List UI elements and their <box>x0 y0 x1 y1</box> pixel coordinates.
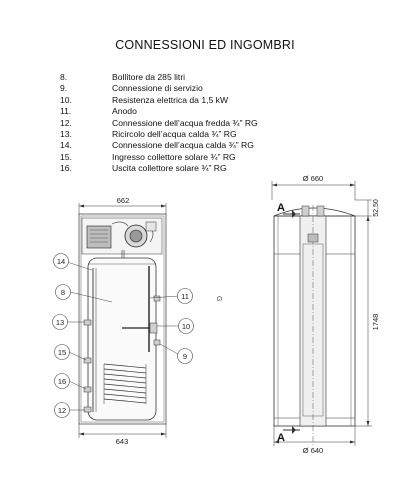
callout-label: 12 <box>58 406 66 415</box>
callout-label: 10 <box>182 322 190 331</box>
legend-item: 16. Uscita collettore solare ¾” RG <box>60 163 258 174</box>
recirculation-connection <box>83 319 92 326</box>
dim-label-top-width: 662 <box>117 196 130 205</box>
legend-number: 13. <box>60 129 72 140</box>
legend-number: 8. <box>60 72 68 82</box>
legend-item: 11. Anodo <box>60 106 258 117</box>
service-connection <box>153 339 161 346</box>
dim-arrow <box>79 204 84 208</box>
dim-arrow <box>272 183 277 187</box>
legend-text: Bollitore da 285 litri <box>112 72 186 82</box>
dim-arrow <box>161 432 166 436</box>
callout-circle <box>55 284 71 300</box>
solar-inlet-connection <box>83 357 92 364</box>
dim-arrow <box>79 432 84 436</box>
front-cabinet-inner <box>80 215 165 423</box>
page-title: CONNESSIONI ED INGOMBRI <box>115 38 295 52</box>
dim-label-bottom-diameter: Ø 640 <box>303 446 323 455</box>
dim-label-top-height: 52,50 <box>373 199 380 217</box>
duct-inner <box>302 243 324 417</box>
legend-text: Uscita collettore solare ¾” RG <box>112 163 227 174</box>
callout-label: 15 <box>58 348 66 357</box>
legend-number: 11. <box>60 106 72 117</box>
compressor <box>86 225 112 249</box>
legend-item: 15. Ingresso collettore solare ¾” RG <box>60 152 258 163</box>
dim-arrow <box>366 421 370 426</box>
legend-number: 16. <box>60 163 72 174</box>
legend-text: Anodo <box>112 106 137 117</box>
hot-water-pipe <box>121 250 125 258</box>
solar-outlet-connection <box>83 386 92 393</box>
dim-arrow <box>161 204 166 208</box>
leader-line <box>68 351 87 361</box>
cold-water-connection <box>83 406 92 413</box>
dim-arrow <box>274 440 279 444</box>
callout-label: 9 <box>183 352 187 361</box>
legend-list: 8. Bollitore da 285 litri 9. Connessione… <box>60 72 258 175</box>
dim-arrow <box>350 440 355 444</box>
leader-line <box>159 343 179 355</box>
callout-circle <box>54 402 70 418</box>
heater-flange <box>149 322 158 334</box>
legend-text: Ricircolo dell’acqua calda ¾” RG <box>112 129 237 140</box>
callout-circle <box>177 288 193 304</box>
dim-label-bottom-width: 643 <box>116 437 129 446</box>
side-view <box>271 181 372 446</box>
leader-line <box>149 295 179 299</box>
legend-item: 10. Resistenza elettrica da 1,5 kW <box>60 95 258 106</box>
legend-number: 9. <box>60 83 68 94</box>
fan-hub <box>129 229 143 243</box>
callout-circle <box>54 373 70 389</box>
legend-item: 8. Bollitore da 285 litri <box>60 72 258 83</box>
legend-text: Resistenza elettrica da 1,5 kW <box>112 94 229 105</box>
control-box <box>145 221 157 232</box>
top-fitting <box>301 205 310 217</box>
dim-label-height: 1748 <box>371 314 380 331</box>
leader-line <box>66 261 93 271</box>
leader-line <box>69 291 113 303</box>
callouts-right: 11 10 9 <box>149 288 194 364</box>
legend-number: 15. <box>60 151 72 162</box>
dim-label-top-diameter: Ø 660 <box>303 174 323 183</box>
solar-coil <box>103 363 147 404</box>
legend-item: 12. Connessione dell’acqua fredda ¾” RG <box>60 118 258 129</box>
side-mark: G <box>215 296 222 301</box>
callout-label: 8 <box>61 288 65 297</box>
callout-label: 16 <box>58 377 66 386</box>
compressor-coil <box>90 229 108 243</box>
top-cap <box>273 207 356 217</box>
front-view <box>78 203 167 438</box>
legend-number: 12. <box>60 117 72 128</box>
legend-number: 10. <box>60 94 72 105</box>
callouts-left: 14 8 13 15 16 12 <box>52 253 113 418</box>
legend-text: Connessione dell’acqua fredda ¾” RG <box>112 117 258 128</box>
callout-label: 14 <box>57 257 65 266</box>
callout-label: 11 <box>181 292 189 301</box>
callout-circle <box>177 348 193 364</box>
section-arrow <box>292 426 296 434</box>
top-fitting <box>316 205 325 217</box>
legend-item: 13. Ricircolo dell’acqua calda ¾” RG <box>60 129 258 140</box>
leader-line <box>68 380 87 390</box>
dim-arrow <box>366 216 370 221</box>
section-label-top: A <box>277 202 285 214</box>
anode-cap <box>153 295 161 302</box>
callout-circle <box>54 344 70 360</box>
legend-number: 14. <box>60 140 72 151</box>
section-arrow <box>292 210 296 218</box>
section-label-bottom: A <box>277 432 285 444</box>
legend-item: 9. Connessione di servizio <box>60 83 258 94</box>
callout-circle <box>53 253 69 269</box>
legend-text: Connessione di servizio <box>112 83 203 94</box>
callout-circle <box>178 318 194 334</box>
control-panel <box>307 233 319 243</box>
callout-circle <box>52 314 68 330</box>
front-cabinet-outline <box>78 213 167 425</box>
legend-text: Ingresso collettore solare ¾” RG <box>112 151 236 162</box>
legend-text: Connessione dell’acqua calda ¾” RG <box>112 140 254 151</box>
legend-item: 14. Connessione dell’acqua calda ¾” RG <box>60 140 258 151</box>
dim-arrow <box>350 183 355 187</box>
callout-label: 13 <box>56 318 64 327</box>
